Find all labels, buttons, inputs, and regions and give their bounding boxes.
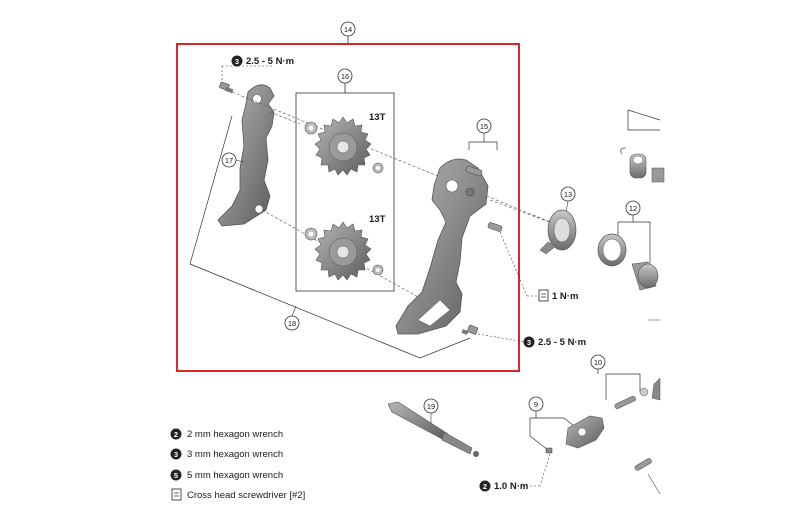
callout-12: 12 <box>617 200 651 268</box>
axis-line-right <box>489 199 561 227</box>
svg-text:5: 5 <box>174 471 178 480</box>
svg-text:10: 10 <box>594 358 602 367</box>
svg-text:3 mm hexagon wrench: 3 mm hexagon wrench <box>187 449 283 460</box>
torque-bottom: 2 1.0 N·m <box>479 453 551 492</box>
callout-14: 14 <box>340 21 356 44</box>
svg-text:1 N·m: 1 N·m <box>552 291 578 302</box>
bushing-front <box>597 233 627 267</box>
lower-pulley <box>304 221 384 281</box>
outer-plate-bolt <box>461 324 479 335</box>
legend: 2 2 mm hexagon wrench 3 3 mm hexagon wre… <box>170 428 305 501</box>
svg-text:14: 14 <box>344 25 352 34</box>
lower-pulley-teeth-label: 13T <box>369 214 386 225</box>
legend-item-screwdriver: Cross head screwdriver [#2] <box>171 488 305 501</box>
callout-18: 18 <box>189 115 471 359</box>
pin-lower <box>487 222 503 232</box>
svg-text:5 mm hexagon wrench: 5 mm hexagon wrench <box>187 470 283 481</box>
svg-text:18: 18 <box>288 319 296 328</box>
svg-text:2 mm hexagon wrench: 2 mm hexagon wrench <box>187 429 283 440</box>
upper-pulley-teeth-label: 13T <box>369 112 386 123</box>
svg-text:12: 12 <box>629 204 637 213</box>
pin-upper <box>465 165 483 177</box>
cable-bolt-set <box>614 377 661 409</box>
svg-text:Cross head screwdriver [#2]: Cross head screwdriver [#2] <box>187 490 305 501</box>
cable-clamp <box>545 415 605 454</box>
legend-item-3mm: 3 3 mm hexagon wrench <box>170 448 283 460</box>
callout-13: 13 <box>560 186 576 213</box>
cable-tool <box>387 401 479 457</box>
torque-mid: 3 2.5 - 5 N·m <box>477 333 586 348</box>
upper-pulley <box>304 116 384 176</box>
top-right-parts <box>620 109 665 183</box>
torque-top: 3 2.5 - 5 N·m <box>221 55 294 82</box>
torque-pin: 1 N·m <box>499 231 578 302</box>
inner-plate-bolt <box>219 81 234 94</box>
callout-10: 10 <box>590 354 641 400</box>
legend-item-5mm: 5 5 mm hexagon wrench <box>170 469 283 481</box>
bushing-back <box>631 261 659 291</box>
pulley-group-box <box>295 92 395 292</box>
svg-text:16: 16 <box>341 72 349 81</box>
svg-text:13: 13 <box>564 190 572 199</box>
callout-16: 16 <box>337 68 353 93</box>
svg-text:3: 3 <box>235 57 239 66</box>
assembly-highlight-frame <box>176 43 520 372</box>
svg-text:19: 19 <box>427 402 435 411</box>
b-tension-plate <box>539 209 577 255</box>
svg-text:15: 15 <box>480 122 488 131</box>
legend-item-2mm: 2 2 mm hexagon wrench <box>170 428 283 440</box>
svg-text:2.5 - 5 N·m: 2.5 - 5 N·m <box>538 337 586 348</box>
svg-text:3: 3 <box>174 450 178 459</box>
svg-text:3: 3 <box>527 338 531 347</box>
inner-plate <box>217 84 275 227</box>
callout-15: 15 <box>468 118 498 150</box>
callout-9: 9 <box>528 396 575 451</box>
callout-19: 19 <box>423 398 439 424</box>
callout-17: 17 <box>221 152 245 168</box>
svg-text:2: 2 <box>174 430 178 439</box>
outer-plate <box>395 158 489 335</box>
svg-text:2.5 - 5 N·m: 2.5 - 5 N·m <box>246 56 294 67</box>
bottom-right-bolt <box>634 458 661 495</box>
svg-text:17: 17 <box>225 156 233 165</box>
svg-text:9: 9 <box>534 400 538 409</box>
svg-text:2: 2 <box>483 482 487 491</box>
assembly-axis-lines <box>231 91 561 299</box>
svg-text:1.0 N·m: 1.0 N·m <box>494 481 528 492</box>
